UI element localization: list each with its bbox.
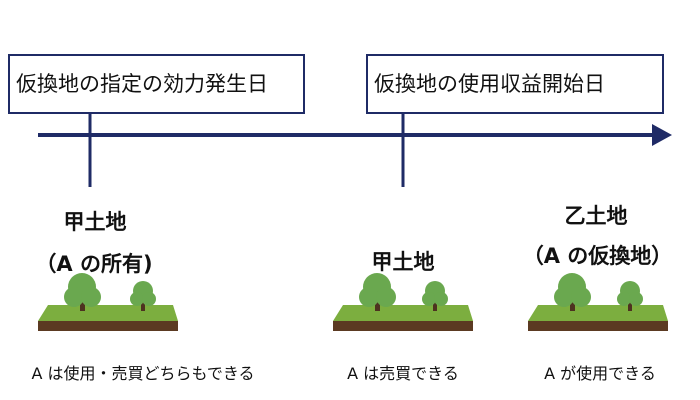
use-start-date-label: 仮換地の使用収益開始日 — [374, 71, 605, 96]
period-3-caption: A が使用できる — [544, 364, 656, 383]
period-1-caption: A は使用・売買どちらもできる — [31, 364, 255, 383]
period-1-land-note: （A の所有) — [35, 252, 153, 276]
land-illustration-2 — [333, 273, 473, 331]
effective-date-box: 仮換地の指定の効力発生日 — [8, 54, 305, 114]
timeline-arrowhead — [652, 124, 672, 146]
period-1-land-name: 甲土地 — [63, 210, 127, 234]
period-2-land-name: 甲土地 — [371, 250, 435, 274]
period-3-land-name: 乙土地 — [564, 204, 628, 228]
period-3-land-note: （A の仮換地） — [522, 244, 673, 268]
use-start-date-box: 仮換地の使用収益開始日 — [366, 54, 664, 114]
land-illustration-1 — [38, 273, 178, 331]
effective-date-label: 仮換地の指定の効力発生日 — [16, 71, 268, 96]
land-illustration-3 — [528, 273, 668, 331]
period-2-caption: A は売買できる — [347, 364, 459, 383]
